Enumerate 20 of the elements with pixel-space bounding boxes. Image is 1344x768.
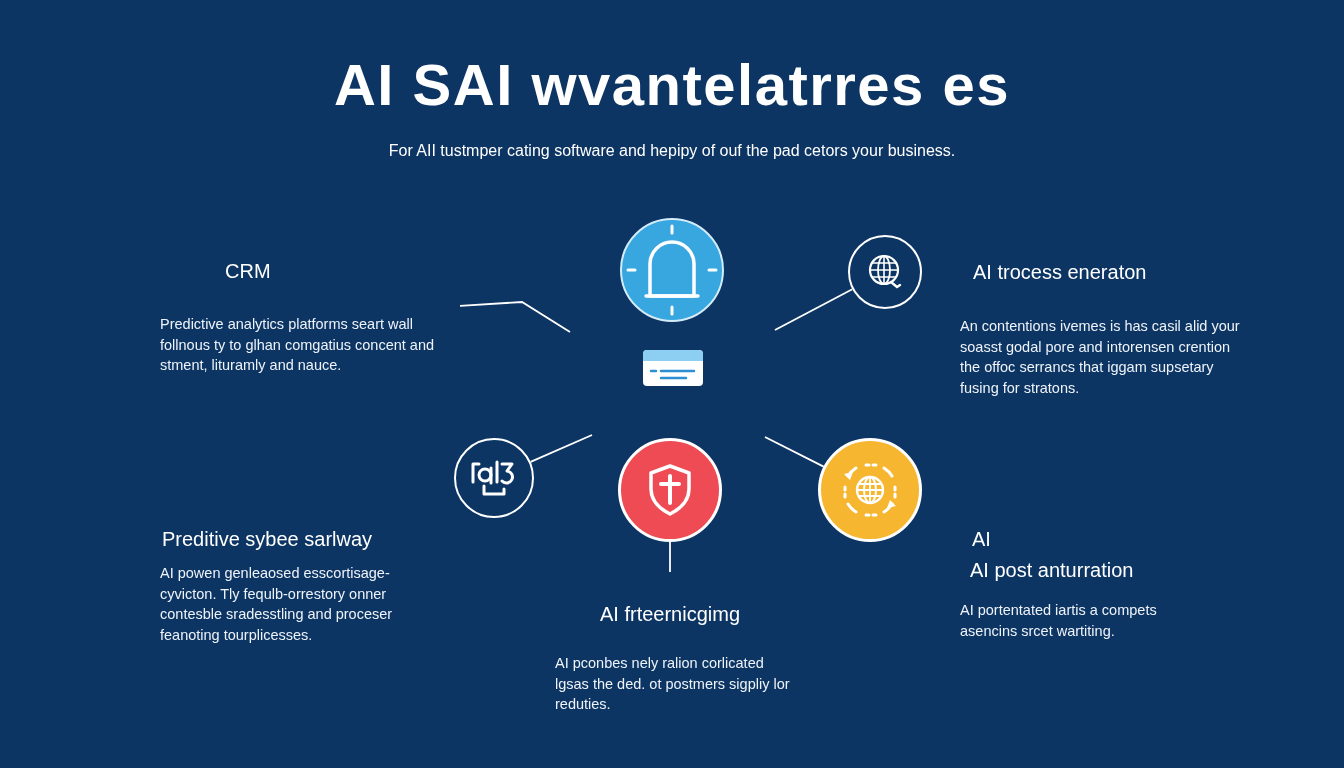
feature-description: Predictive analytics platforms seart wall follnous ty to glhan comgatius concent and stment, lituramly and nauce. [160,315,436,375]
feature-heading: AI [972,527,991,551]
feature-heading: AI post anturration [970,558,1134,582]
feature-description: AI portentated iartis a compets asencins srcet wartiting. [960,601,1158,641]
feature-circle [454,438,534,518]
connector-line [669,541,671,573]
feature-description: AI pconbes nely ralion corlicated lgsas the ded. ot postmers sigpliy lor reduties. [555,654,791,714]
feature-heading: CRM [225,259,271,283]
subtitle: For AII tustmper cating software and hepipy of ouf the pad cetors your business. [388,141,956,161]
connector-line [774,288,854,331]
feature-circle [848,235,922,309]
connector-line [764,436,825,468]
feature-heading: AI trocess eneraton [973,260,1147,284]
feature-heading: AI frteernicgimg [599,602,741,626]
title: AI SAI wvantelatrres es [334,52,1010,118]
connector-line [529,434,593,463]
connector-line [459,301,571,333]
feature-description: AI powen genleaosed esscortisage- cyvicton. Tly fequlb-orrestory onner contesble sradesstling and proceser feanoting tourplicesses. [160,564,394,645]
feature-heading: Preditive sybee sarlway [162,527,373,551]
feature-description: An contentions ivemes is has casil alid your soasst godal pore and intorensen crention the offoc serrancs that iggam supsetary fusing for stratons. [960,317,1241,398]
